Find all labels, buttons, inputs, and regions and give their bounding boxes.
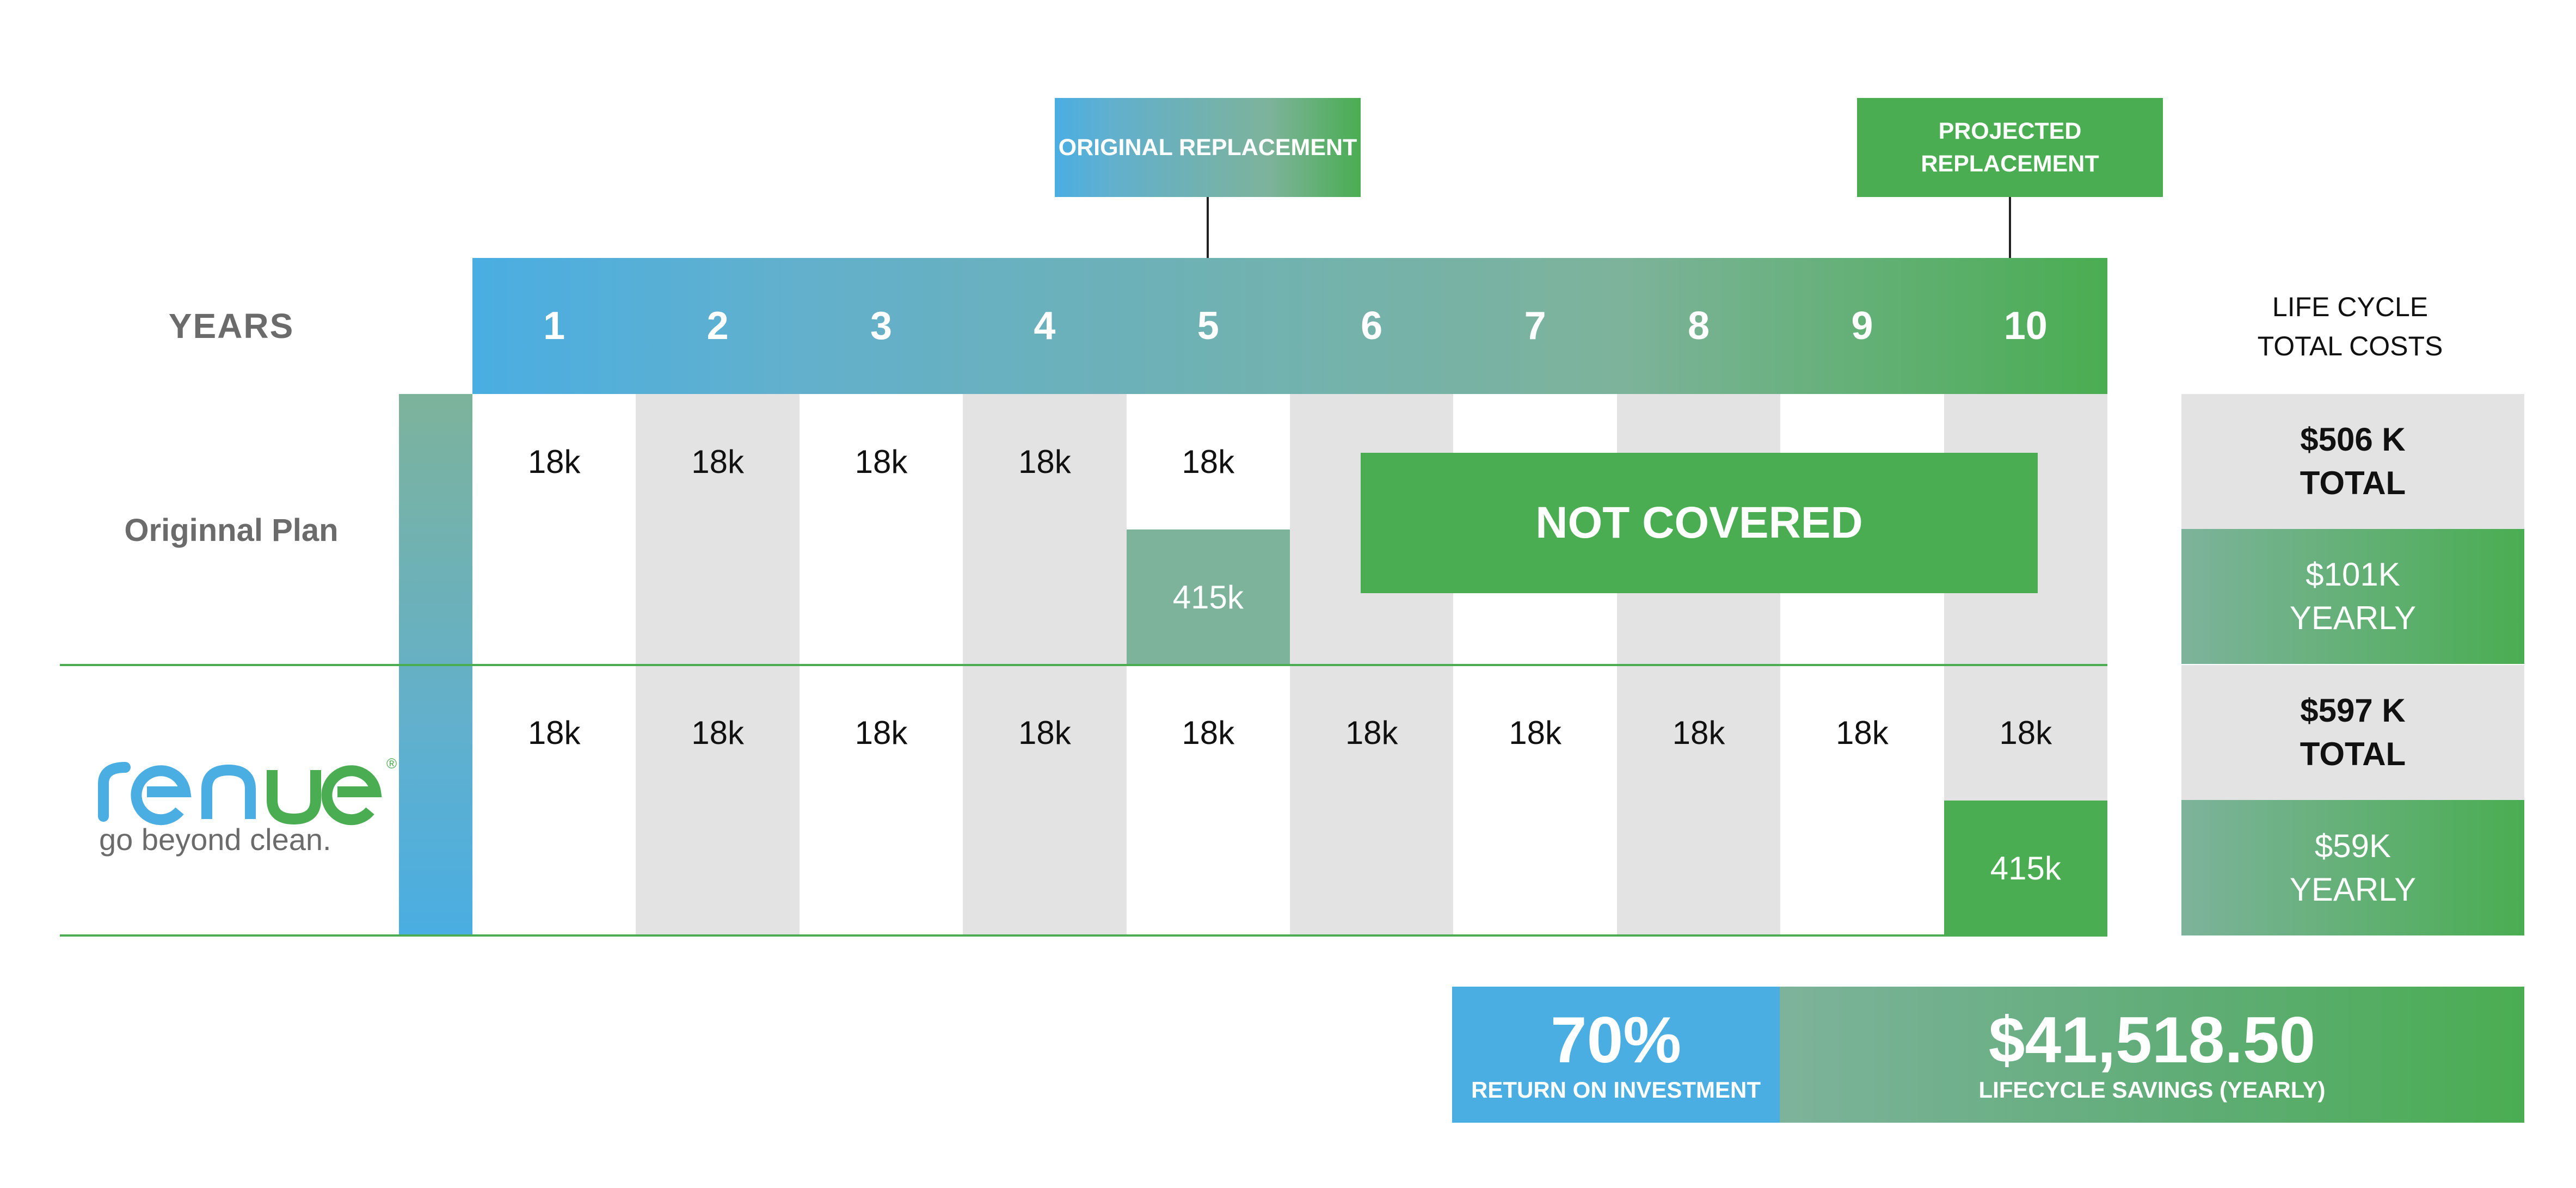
logo-tagline: go beyond clean.	[99, 822, 331, 857]
roi-value: 70%	[1550, 1004, 1682, 1076]
original-replacement-callout: ORIGINAL REPLACEMENT	[1055, 98, 1361, 197]
not-covered-label: NOT COVERED	[1535, 498, 1863, 547]
row1-year2-cost-text: 18k	[691, 444, 744, 480]
year-header-5: 5	[1127, 258, 1290, 394]
year-header-3-text: 3	[870, 304, 893, 348]
row2-year6-cost-text: 18k	[1345, 715, 1398, 751]
registered-mark: ®	[386, 755, 397, 772]
row2-year4-cost: 18k	[963, 665, 1126, 801]
row1-replacement-cost: 415k	[1126, 530, 1290, 665]
renue-yearly-label: YEARLY	[2289, 871, 2417, 908]
year-header-7: 7	[1453, 258, 1616, 394]
year-header-9: 9	[1780, 258, 1944, 394]
renue-total: $597 K TOTAL	[2181, 665, 2524, 800]
original-plan-yearly-label: YEARLY	[2289, 600, 2417, 636]
row1-year1-cost-text: 18k	[527, 444, 581, 480]
row2-year5-cost-text: 18k	[1182, 715, 1235, 751]
year-header-1-text: 1	[543, 304, 565, 348]
roi-label: RETURN ON INVESTMENT	[1471, 1077, 1761, 1103]
year-header-1: 1	[472, 258, 636, 394]
row1-year3-cost: 18k	[800, 394, 963, 530]
row2-year3-cost-text: 18k	[854, 715, 908, 751]
row1-year3-cost-text: 18k	[854, 444, 908, 480]
row2-year2-cost: 18k	[636, 665, 799, 801]
row2-year9-cost-text: 18k	[1836, 715, 1889, 751]
original-plan-total-label: TOTAL	[2300, 465, 2406, 501]
row1-year5-cost: 18k	[1127, 394, 1290, 530]
year-header-2: 2	[636, 258, 799, 394]
years-header-bar	[472, 258, 2107, 394]
projected-replacement-callout: PROJECTED REPLACEMENT	[1857, 98, 2163, 197]
row2-year4-cost-text: 18k	[1018, 715, 1071, 751]
lifecycle-header-line1: LIFE CYCLE	[2272, 292, 2429, 322]
row-divider-bottom	[60, 934, 2107, 937]
row2-replacement-cost-text: 415k	[1990, 850, 2061, 887]
row2-year7-cost-text: 18k	[1509, 715, 1561, 751]
year-header-9-text: 9	[1851, 304, 1873, 348]
year-header-2-text: 2	[706, 304, 729, 348]
renue-yearly-value: $59K	[2314, 827, 2391, 864]
lifecycle-header: LIFE CYCLE TOTAL COSTS	[2181, 283, 2519, 370]
original-plan-label: Originnal Plan	[60, 394, 403, 666]
year-header-7-text: 7	[1524, 304, 1546, 348]
original-plan-total: $506 K TOTAL	[2181, 394, 2524, 529]
row1-year1-cost: 18k	[472, 394, 636, 530]
row2-replacement-cost: 415k	[1944, 801, 2107, 936]
original-plan-total-value: $506 K	[2300, 421, 2406, 458]
row2-year7-cost: 18k	[1453, 665, 1616, 801]
year-header-3: 3	[800, 258, 963, 394]
row1-year4-cost: 18k	[963, 394, 1126, 530]
original-replacement-connector	[1207, 197, 1209, 258]
year-header-10-text: 10	[2003, 304, 2048, 348]
renue-total-value: $597 K	[2300, 692, 2406, 729]
projected-replacement-connector	[2009, 197, 2011, 258]
row1-year5-cost-text: 18k	[1182, 444, 1235, 480]
year-header-4: 4	[963, 258, 1126, 394]
renue-yearly: $59K YEARLY	[2181, 800, 2524, 935]
original-plan-yearly: $101K YEARLY	[2181, 529, 2524, 664]
row2-year2-cost-text: 18k	[691, 715, 744, 751]
row2-year10-cost-text: 18k	[1999, 715, 2052, 751]
row2-year8-cost: 18k	[1617, 665, 1780, 801]
projected-replacement-label-line2: REPLACEMENT	[1921, 151, 2099, 177]
row2-year10-cost: 18k	[1944, 665, 2107, 801]
roi-box: 70% RETURN ON INVESTMENT	[1452, 987, 1780, 1123]
year-header-6: 6	[1290, 258, 1453, 394]
year-header-8-text: 8	[1687, 304, 1710, 348]
original-plan-yearly-value: $101K	[2306, 556, 2400, 593]
row2-year9-cost: 18k	[1780, 665, 1944, 801]
row1-replacement-cost-text: 415k	[1172, 579, 1244, 615]
renue-total-label: TOTAL	[2300, 736, 2406, 772]
years-label: YEARS	[60, 258, 403, 394]
projected-replacement-label-line1: PROJECTED	[1938, 118, 2082, 144]
original-plan-label-text: Originnal Plan	[124, 512, 339, 548]
renue-logo: ® go beyond clean.	[93, 746, 397, 865]
renue-logo-graphic	[98, 762, 382, 826]
row2-year8-cost-text: 18k	[1672, 715, 1725, 751]
year-header-4-text: 4	[1034, 304, 1056, 348]
year-header-8: 8	[1617, 258, 1780, 394]
row-divider-middle	[60, 664, 2107, 666]
savings-label: LIFECYCLE SAVINGS (YEARLY)	[1978, 1077, 2326, 1103]
year-header-5-text: 5	[1197, 304, 1219, 348]
savings-value: $41,518.50	[1988, 1004, 2316, 1076]
original-replacement-label: ORIGINAL REPLACEMENT	[1058, 134, 1357, 161]
not-covered-banner: NOT COVERED	[1361, 453, 2038, 593]
savings-box: $41,518.50 LIFECYCLE SAVINGS (YEARLY)	[1780, 987, 2524, 1123]
row1-year4-cost-text: 18k	[1018, 444, 1071, 480]
years-label-text: YEARS	[168, 306, 294, 346]
lifecycle-header-line2: TOTAL COSTS	[2257, 331, 2443, 361]
year-header-6-text: 6	[1361, 304, 1383, 348]
row2-year1-cost: 18k	[472, 665, 636, 801]
row2-year1-cost-text: 18k	[527, 715, 581, 751]
row2-year6-cost: 18k	[1290, 665, 1453, 801]
year-header-10: 10	[1944, 258, 2107, 394]
row2-year5-cost: 18k	[1127, 665, 1290, 801]
row2-year3-cost: 18k	[800, 665, 963, 801]
row1-year2-cost: 18k	[636, 394, 799, 530]
